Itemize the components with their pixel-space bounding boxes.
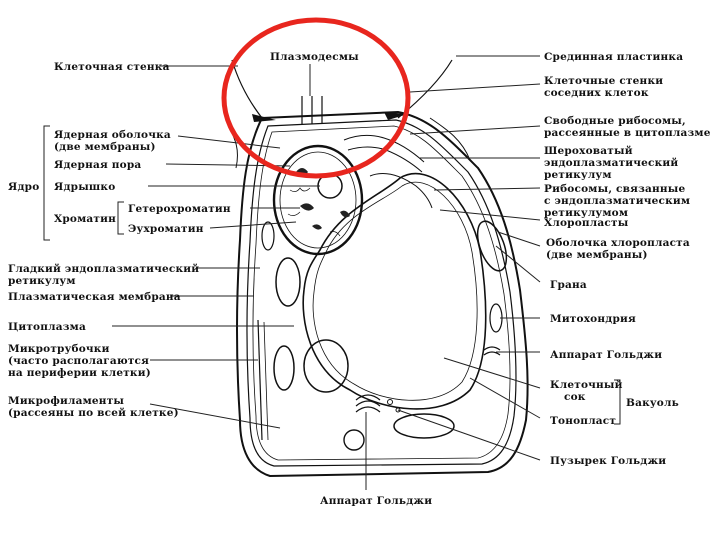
cell-drawing xyxy=(226,60,528,476)
label-microfilaments: Микрофиламенты xyxy=(8,395,124,407)
label-mitochondria: Митохондрия xyxy=(550,313,636,325)
label-rough-er-3: ретикулум xyxy=(544,169,612,181)
label-smooth-er: Гладкий эндоплазматический xyxy=(8,263,199,275)
label-plasmodesmata: Плазмодесмы xyxy=(270,51,359,63)
labels: Клеточная стенка Плазмодесмы Срединная п… xyxy=(8,51,711,507)
chloroplast xyxy=(276,258,300,306)
chloroplast xyxy=(304,340,348,392)
label-microfilaments-2: (рассеяны по всей клетке) xyxy=(8,407,179,419)
label-euchromatin: Эухроматин xyxy=(128,223,204,235)
label-bound-ribosomes-2: с эндоплазматическим xyxy=(544,195,690,207)
label-grana: Грана xyxy=(550,279,587,291)
chromatin-bracket xyxy=(118,202,124,234)
label-chloroplasts: Хлоропласты xyxy=(544,217,629,229)
euchromatin xyxy=(288,188,340,236)
label-chromatin: Хроматин xyxy=(54,213,116,225)
leader-line xyxy=(470,378,540,418)
highlight-circle xyxy=(224,20,408,176)
golgi-vesicle xyxy=(388,400,393,405)
tonoplast xyxy=(313,182,477,400)
label-smooth-er-2: ретикулум xyxy=(8,275,76,287)
label-chloroplast-envelope: Оболочка хлоропласта xyxy=(546,237,690,249)
label-golgi-bottom: Аппарат Гольджи xyxy=(320,495,432,507)
label-microtubules-3: на периферии клетки) xyxy=(8,367,151,379)
mitochondria-drawing xyxy=(262,222,502,332)
vacuole xyxy=(303,174,486,409)
label-microtubules: Микротрубочки xyxy=(8,343,110,355)
label-vacuole: Вакуоль xyxy=(626,397,679,409)
chloroplast xyxy=(394,414,454,438)
nuclear-envelope xyxy=(274,146,362,254)
label-cell-wall: Клеточная стенка xyxy=(54,61,170,73)
microtubule xyxy=(264,322,268,440)
leader-line xyxy=(410,84,540,92)
label-bound-ribosomes: Рибосомы, связанные xyxy=(544,183,685,195)
leader-line xyxy=(210,222,296,228)
nuclear-envelope-inner xyxy=(280,152,356,248)
label-nuclear-pore: Ядерная пора xyxy=(54,159,141,171)
golgi-stack xyxy=(356,395,380,412)
label-golgi-right: Аппарат Гольджи xyxy=(550,349,662,361)
label-rough-er-2: эндоплазматический xyxy=(544,157,678,169)
leader-line xyxy=(178,136,280,148)
label-nuclear-envelope: Ядерная оболочка xyxy=(54,129,171,141)
plasma-membrane xyxy=(253,126,510,460)
label-adjacent-walls: Клеточные стенки xyxy=(544,75,663,87)
chloroplast xyxy=(274,346,294,390)
label-free-ribosomes-2: рассеянные в цитоплазме xyxy=(544,127,711,139)
label-middle-lamella: Срединная пластинка xyxy=(544,51,683,63)
label-tonoplast: Тонопласт xyxy=(550,415,616,427)
label-nucleolus: Ядрышко xyxy=(54,181,115,193)
plasmodesmata-channels xyxy=(302,96,322,124)
microtubule xyxy=(258,320,262,440)
label-nucleus: Ядро xyxy=(8,181,39,193)
leader-line xyxy=(434,188,540,190)
nucleus-drawing xyxy=(274,146,362,254)
neighbor-wall-left xyxy=(232,60,262,118)
nucleus-bracket xyxy=(44,126,50,240)
mitochondrion xyxy=(262,222,274,250)
label-cell-sap-2: сок xyxy=(564,391,586,403)
leader-line xyxy=(398,410,540,460)
label-heterochromatin: Гетерохроматин xyxy=(128,203,231,215)
golgi-body xyxy=(344,430,364,450)
label-adjacent-walls-2: соседних клеток xyxy=(544,87,649,99)
leader-line xyxy=(410,126,540,134)
cell-wall-outer xyxy=(237,112,528,476)
label-cell-sap: Клеточный xyxy=(550,379,623,391)
golgi-stack xyxy=(484,347,500,355)
label-plasma-membrane: Плазматическая мембрана xyxy=(8,291,181,303)
rough-er xyxy=(370,174,432,208)
label-nuclear-envelope-2: (две мембраны) xyxy=(54,141,156,153)
leader-line xyxy=(444,358,540,388)
label-rough-er: Шероховатый xyxy=(544,145,633,157)
label-golgi-vesicle: Пузырек Гольджи xyxy=(550,455,666,467)
label-free-ribosomes: Свободные рибосомы, xyxy=(544,115,686,127)
label-chloroplast-envelope-2: (две мембраны) xyxy=(546,249,648,261)
label-cytoplasm: Цитоплазма xyxy=(8,321,86,333)
label-microtubules-2: (часто располагаются xyxy=(8,355,149,367)
leader-line xyxy=(440,210,540,220)
